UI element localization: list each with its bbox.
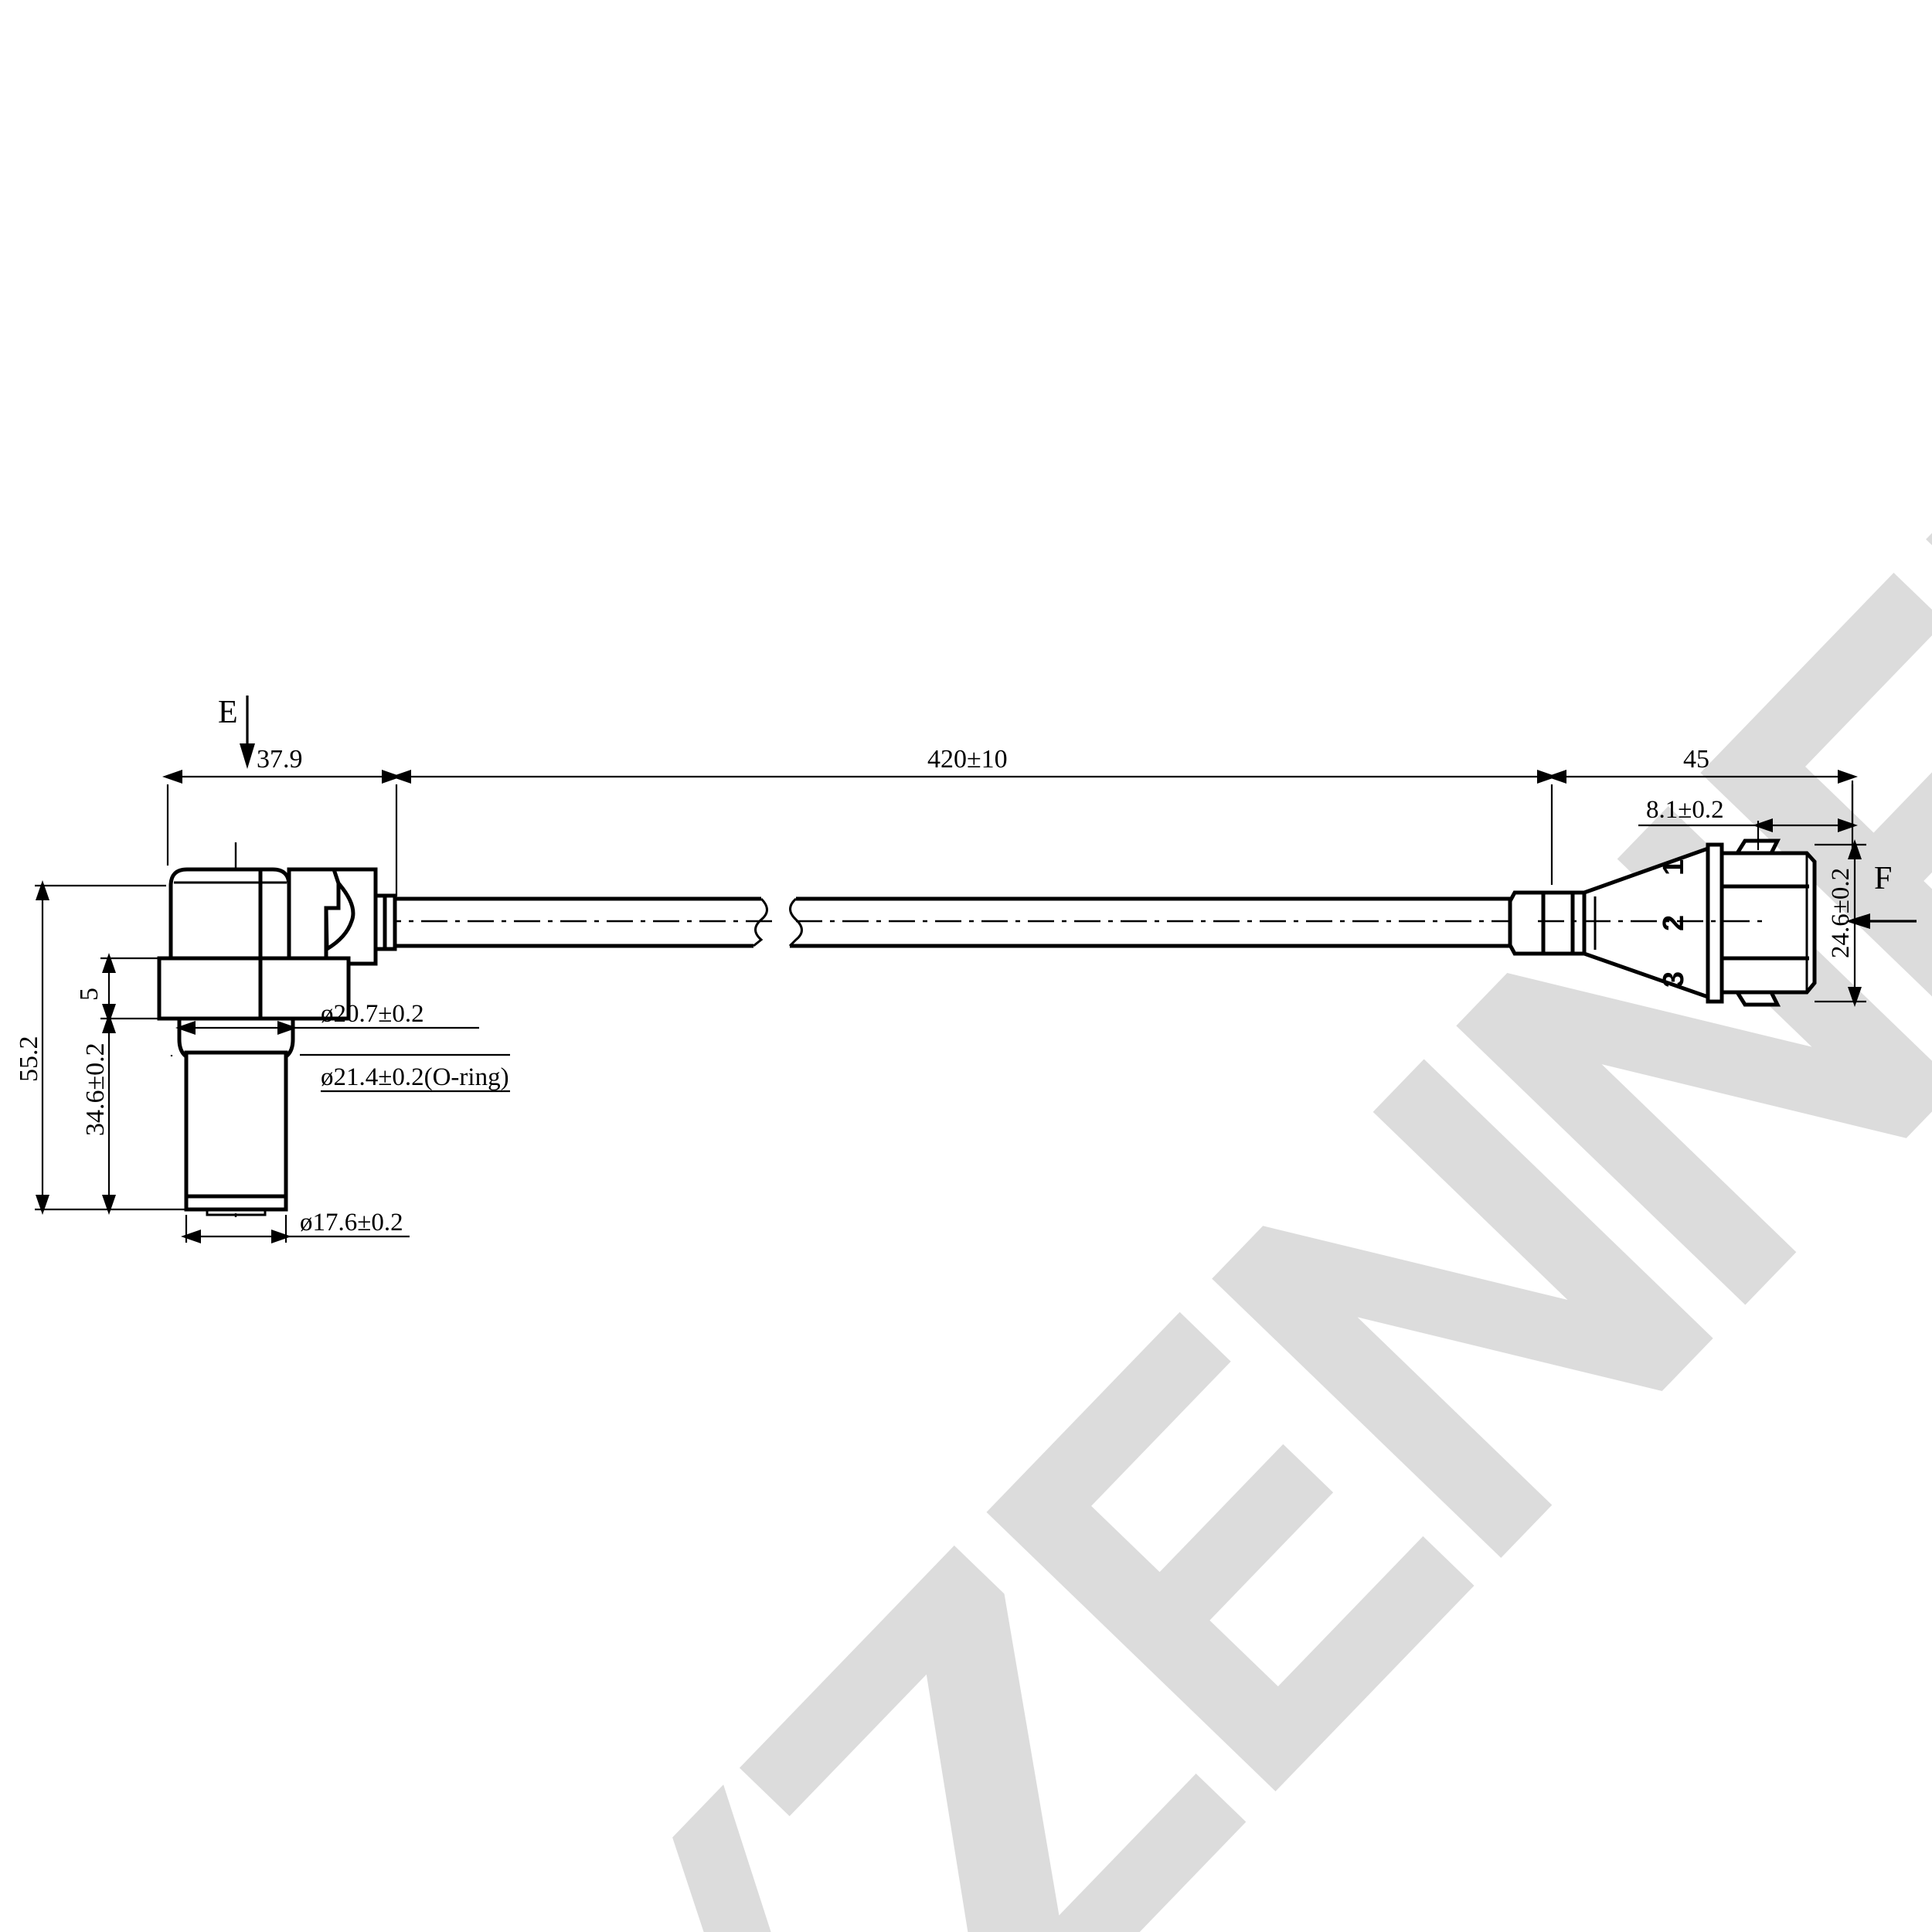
dim-55-2: 55.2 — [15, 880, 49, 1215]
watermark-zennek — [509, 317, 1932, 1932]
marker-e: E — [218, 695, 255, 769]
sensor-barrel — [184, 1050, 288, 1212]
callout-21-4: ø21.4±0.2(O-ring) — [170, 1053, 510, 1093]
dim-37-9-label: 37.9 — [257, 745, 303, 774]
dim-55-2-label: 55.2 — [15, 1036, 43, 1083]
cable-break-left — [753, 897, 768, 947]
callout-17-6-label: ø17.6±0.2 — [300, 1209, 403, 1236]
sensor-tip — [206, 1208, 267, 1216]
dim-24-6-label: 24.6±0.2 — [1827, 868, 1855, 958]
sensor-head-assembly — [157, 842, 773, 1217]
sensor-flange — [157, 956, 351, 1021]
dim-45-label: 45 — [1683, 745, 1709, 774]
connector-collar — [1541, 890, 1587, 956]
dim-8-1: 8.1±0.2 — [1638, 781, 1858, 850]
dim-34-6: 34.6±0.2 — [81, 1013, 116, 1215]
marker-f-label: F — [1874, 861, 1892, 896]
dim-45: 45 — [1546, 745, 1858, 784]
dim-5-label: 5 — [75, 988, 104, 1001]
dimension-chain-horizontal: 37.9 420±10 45 — [162, 745, 1858, 896]
connector-strain-relief — [1508, 890, 1546, 956]
dim-8-1-label: 8.1±0.2 — [1646, 796, 1724, 824]
dim-37-9: 37.9 — [162, 745, 402, 784]
dim-420-label: 420±10 — [927, 745, 1008, 774]
dim-420: 420±10 — [391, 745, 1557, 784]
sensor-barrel-bottom-lip — [184, 1194, 288, 1212]
connector-front-flange — [1706, 842, 1724, 1004]
callout-20-7-label: ø20.7±0.2 — [321, 1000, 424, 1028]
connector-assembly: 1 2 3 — [1508, 838, 1817, 1007]
connector-pin-1: 1 — [1658, 859, 1690, 876]
diameter-callouts: ø20.7±0.2 ø21.4±0.2(O-ring) ø17.6±0.2 — [170, 1000, 510, 1243]
connector-shroud — [1719, 851, 1817, 995]
dim-5: 5 — [75, 953, 116, 1024]
connector-dimensions: 8.1±0.2 24.6±0.2 — [1638, 781, 1866, 1007]
marker-e-label: E — [218, 695, 238, 730]
connector-pin-2: 2 — [1658, 915, 1690, 931]
marker-f: F — [1845, 861, 1917, 929]
callout-21-4-label: ø21.4±0.2(O-ring) — [321, 1063, 509, 1091]
dim-34-6-label: 34.6±0.2 — [81, 1043, 110, 1136]
connector-latch-bottom — [1733, 990, 1781, 1007]
sensor-elbow-inner-profile — [324, 878, 355, 953]
cable — [395, 896, 1546, 948]
connector-pin-3: 3 — [1658, 971, 1690, 988]
callout-20-7: ø20.7±0.2 — [175, 1000, 479, 1035]
cable-grommet-ring-2 — [383, 893, 397, 951]
callout-17-6: ø17.6±0.2 — [181, 1209, 410, 1243]
marker-f-arrowhead — [1845, 913, 1870, 929]
cable-break-right — [788, 897, 803, 947]
dim-24-6: 24.6±0.2 — [1815, 839, 1866, 1007]
dimension-vertical-left: 55.2 34.6±0.2 5 — [15, 880, 185, 1215]
